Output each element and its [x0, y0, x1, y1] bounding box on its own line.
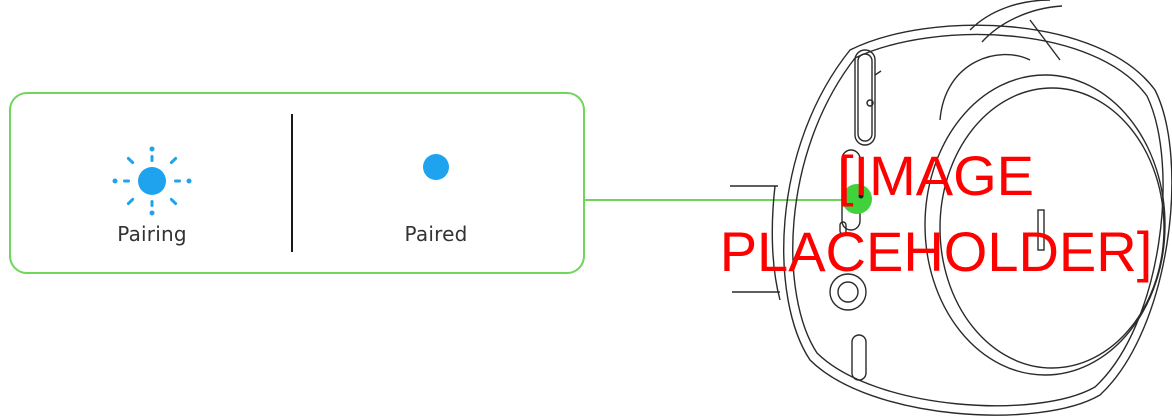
led-status-legend: Pairing Paired	[9, 92, 585, 274]
headset-illustration	[730, 0, 1172, 416]
led-blinking-icon	[107, 141, 197, 225]
status-paired: Paired	[295, 94, 577, 272]
status-pairing: Pairing	[11, 94, 293, 272]
led-indicator-highlight	[842, 184, 872, 214]
paired-label: Paired	[404, 222, 468, 246]
legend-divider	[291, 114, 293, 252]
led-solid-icon	[421, 152, 451, 186]
callout-line	[585, 199, 853, 201]
pairing-label: Pairing	[117, 222, 187, 246]
